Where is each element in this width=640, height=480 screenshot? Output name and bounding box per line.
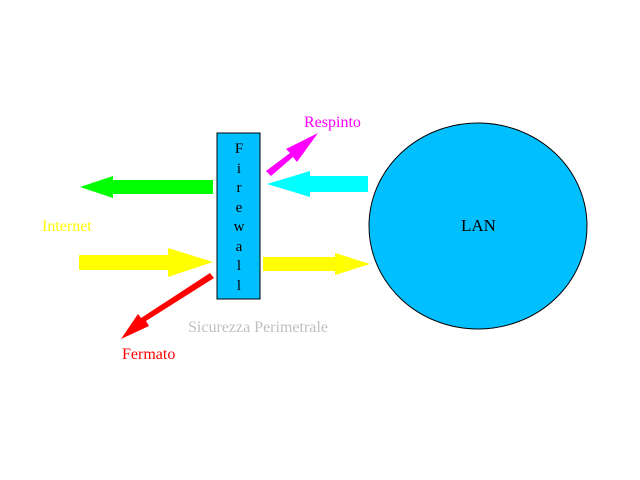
firewall-letter: r	[236, 180, 242, 196]
rejected-arrow	[266, 133, 318, 176]
inbound-arrow-internet	[79, 248, 213, 277]
firewall-letter: l	[236, 277, 242, 294]
diagram-title: Sicurezza Perimetrale	[188, 319, 328, 336]
firewall-label: F i r e w a l l	[218, 140, 260, 296]
internet-label: Internet	[42, 218, 92, 235]
firewall-letter: e	[235, 199, 243, 216]
firewall-letter: i	[236, 160, 242, 177]
stopped-label: Fermato	[122, 346, 176, 363]
outbound-arrow	[80, 176, 213, 198]
lan-label: LAN	[461, 216, 496, 235]
rejected-label: Respinto	[304, 114, 361, 131]
firewall-letter: a	[235, 238, 243, 255]
lan-circle	[368, 122, 588, 330]
firewall-letter: F	[234, 141, 244, 157]
firewall-letter: l	[236, 258, 242, 274]
firewall-box	[216, 132, 261, 300]
firewall-letter: w	[233, 219, 245, 235]
lan-outbound-arrow	[267, 171, 368, 197]
stopped-arrow	[121, 273, 214, 339]
inbound-arrow-lan	[263, 253, 370, 275]
